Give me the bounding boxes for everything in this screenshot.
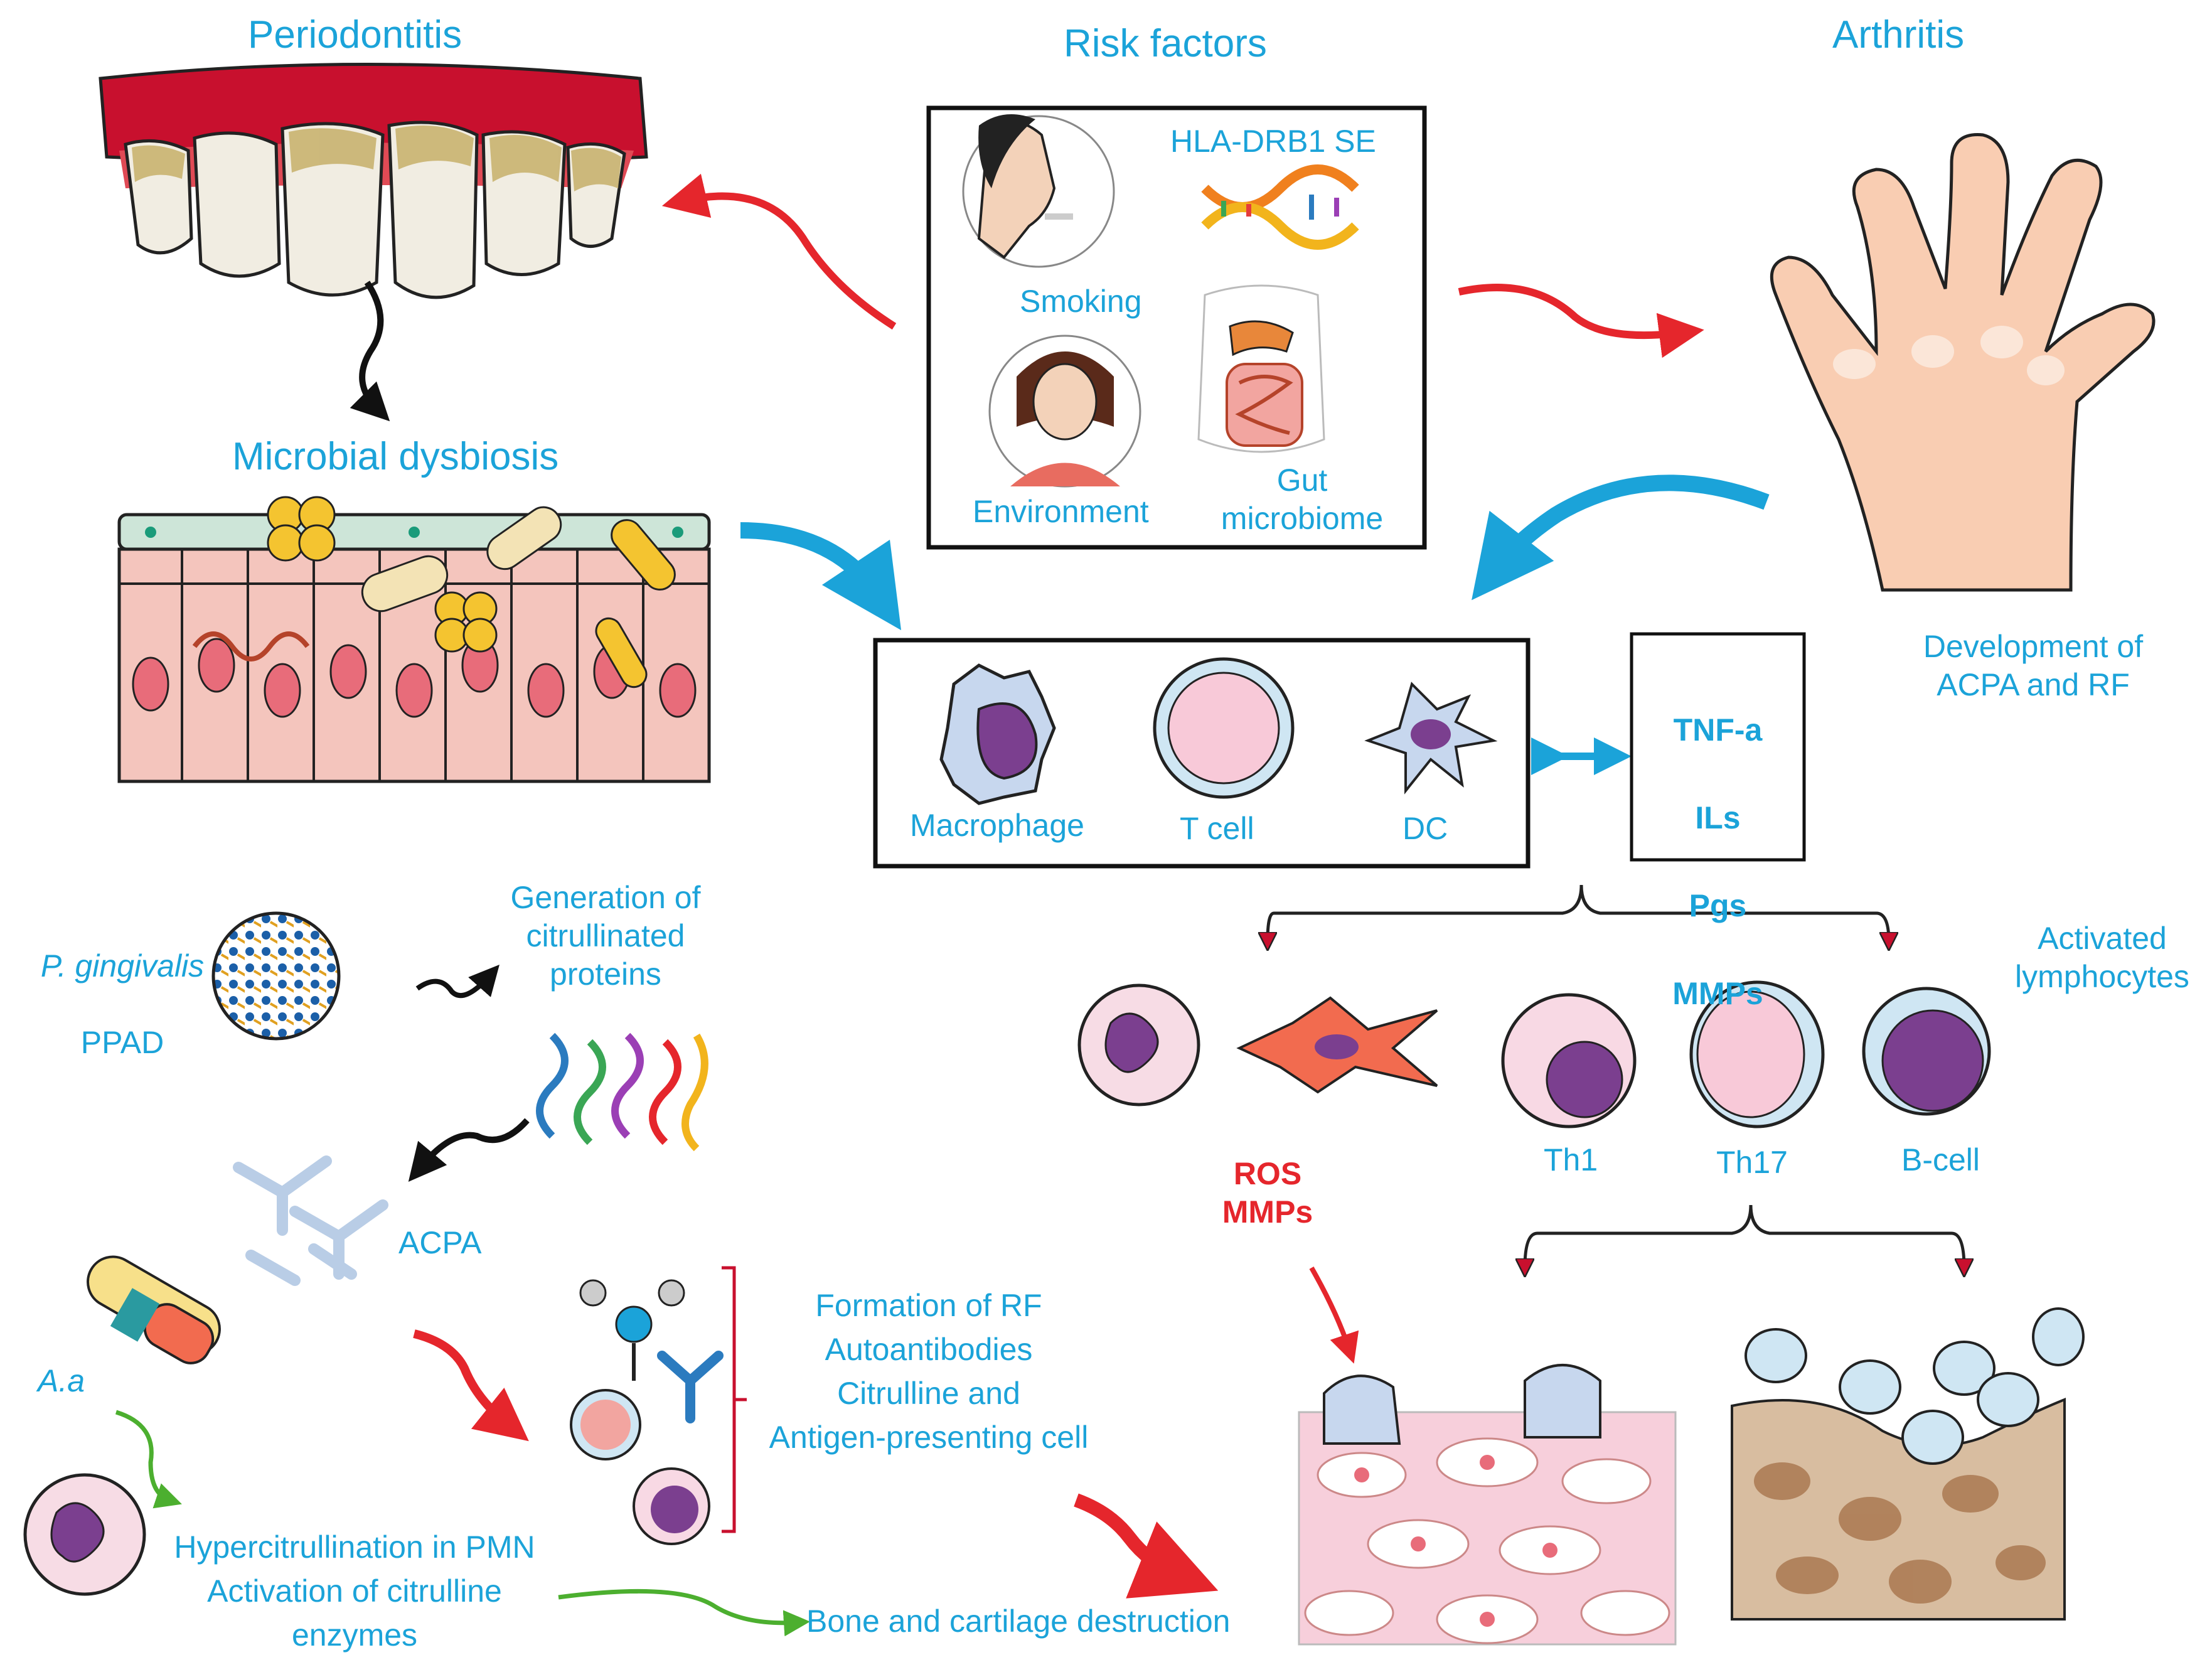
neutrophil-icon — [1077, 983, 1200, 1106]
arrow-pmn-to-bone — [558, 1589, 810, 1637]
arrow-periodontitis-to-dysbiosis — [350, 281, 390, 422]
brace-lymphocytes-to-bone-left — [1525, 1204, 1753, 1268]
title-arthritis: Arthritis — [1832, 13, 1965, 56]
osteoclast-icon — [1323, 1364, 1601, 1445]
arrow-risk-to-periodontitis — [661, 173, 897, 330]
label-pg-enzyme: PPAD — [80, 1025, 164, 1060]
hand-icon — [1770, 133, 2156, 592]
cytokines-box — [1630, 632, 1806, 862]
title-periodontitis: Periodontitis — [248, 13, 462, 56]
brace-lymphocytes-to-bone-right — [1749, 1204, 1964, 1268]
arrow-arthritis-to-immune — [1472, 474, 1770, 601]
cartilage-icon — [1298, 1411, 1677, 1646]
cigarette-icon — [962, 114, 1115, 268]
fibroblast-icon — [1236, 996, 1438, 1094]
label-hla: HLA-DRB1 SE — [1170, 124, 1376, 159]
arrow-risk-to-arthritis — [1458, 284, 1704, 358]
cytokine-ils: ILs — [1695, 800, 1741, 835]
bracket-rf — [722, 1266, 747, 1533]
dendritic-cell-icon — [1364, 682, 1498, 795]
cytokine-mmps: MMPs — [1672, 976, 1763, 1011]
label-rf-formation: Formation of RF Autoantibodies Citrullin… — [769, 1288, 1089, 1455]
label-dc: DC — [1403, 811, 1448, 846]
antigen-presenting-icons — [570, 1279, 724, 1545]
label-th1: Th1 — [1544, 1142, 1598, 1177]
label-gut-microbiome: Gut microbiome — [1221, 463, 1384, 536]
title-risk-factors: Risk factors — [1064, 22, 1267, 65]
bone-icon — [1731, 1307, 2085, 1621]
label-development: Development of ACPA and RF — [1923, 629, 2144, 702]
label-bone-destruction: Bone and cartilage destruction — [806, 1604, 1231, 1639]
arrow-ros-to-cartilage — [1309, 1267, 1359, 1364]
label-b-cell: B-cell — [1901, 1142, 1980, 1177]
label-pmn: Hypercitrullination in PMN Activation of… — [174, 1530, 535, 1653]
label-macrophage: Macrophage — [910, 808, 1084, 843]
th1-icon — [1501, 993, 1637, 1128]
brace-immune-to-lymphocytes — [1268, 884, 1583, 941]
label-environment: Environment — [973, 494, 1149, 529]
protein-icon — [536, 1032, 708, 1152]
arrow-rf-to-cartilage — [1074, 1493, 1219, 1599]
label-t-cell: T cell — [1180, 811, 1254, 846]
arrow-aa-to-pmn — [115, 1410, 182, 1509]
b-cell-icon — [1862, 987, 1991, 1116]
label-smoking: Smoking — [1020, 284, 1142, 319]
th17-icon — [1689, 980, 1825, 1128]
label-acpa: ACPA — [398, 1225, 482, 1260]
neutrophil-pmn-icon — [23, 1473, 146, 1596]
teeth-icon — [99, 63, 648, 299]
arrow-proteins-to-acpa — [408, 1118, 530, 1182]
epithelium-icon — [117, 496, 711, 783]
arrow-dysbiosis-to-immune — [740, 522, 902, 631]
gut-icon — [1197, 284, 1325, 453]
antibody-icon — [233, 1155, 388, 1286]
label-th17: Th17 — [1716, 1145, 1788, 1180]
cytokine-list: TNF-a ILs Pgs MMPs — [1632, 664, 1804, 1059]
dna-icon — [1201, 164, 1359, 250]
label-aa: A.a — [38, 1363, 85, 1398]
label-pg: P. gingivalis PPAD — [28, 909, 216, 1100]
label-citrullinated: Generation of citrullinated proteins — [510, 880, 701, 992]
cytokine-tnf: TNF-a — [1673, 712, 1763, 747]
label-activated-lymphocytes: Activated lymphocytes — [2015, 921, 2189, 994]
label-ros-mmps: ROS MMPs — [1222, 1156, 1313, 1230]
label-pg-name: P. gingivalis — [40, 948, 205, 983]
cytokine-pgs: Pgs — [1689, 888, 1747, 923]
arrow-biofilm-to-proteins — [415, 965, 500, 999]
arrow-aa-to-rf — [413, 1329, 529, 1442]
macrophage-icon — [939, 663, 1056, 805]
title-microbial-dysbiosis: Microbial dysbiosis — [232, 435, 559, 478]
brace-immune-to-bcell — [1579, 884, 1889, 941]
bacterium-icon — [87, 1255, 221, 1364]
anxious-person-icon — [988, 335, 1141, 488]
t-cell-icon — [1153, 657, 1295, 799]
biofilm-icon — [211, 911, 341, 1041]
